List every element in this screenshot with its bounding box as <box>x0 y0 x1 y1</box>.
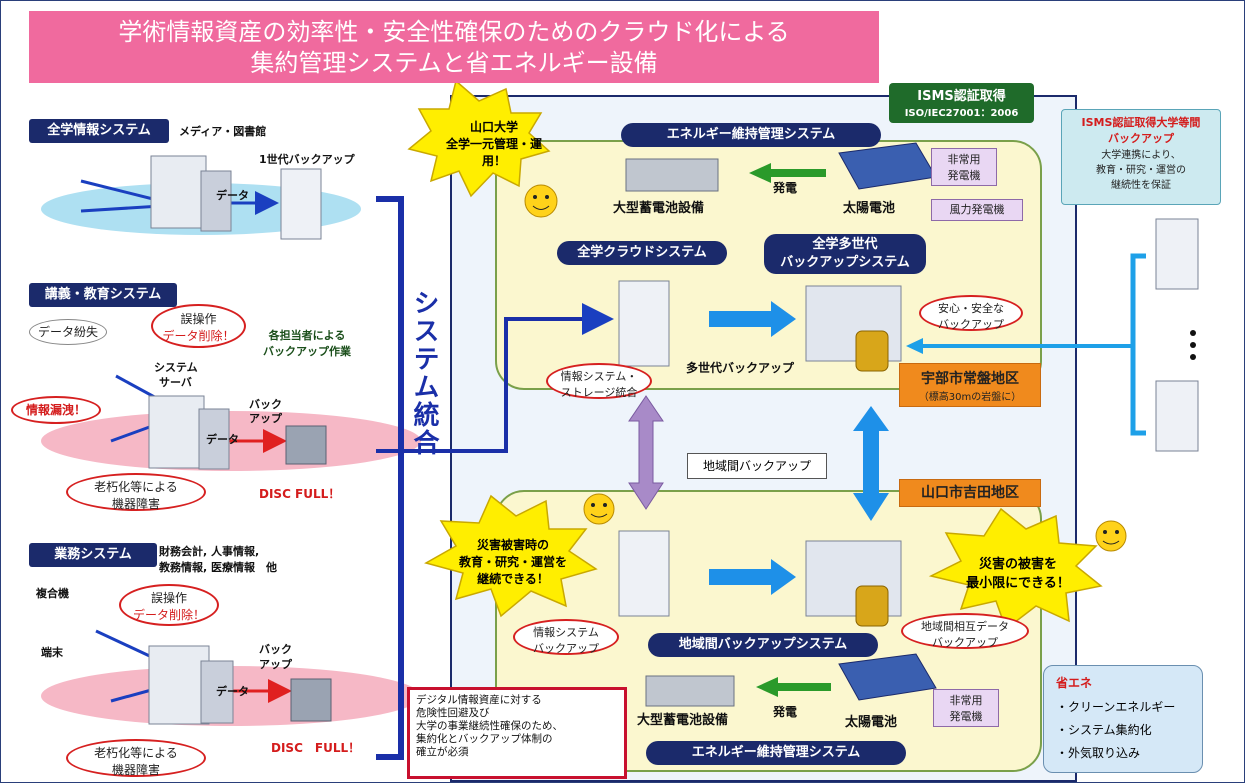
regional-sys-label: 地域間バックアップシステム <box>648 633 878 657</box>
sys2-backup1: バック <box>249 398 282 411</box>
isms-univ-desc: 大学連携により、 教育・研究・運営の 継続性を保証 <box>1096 150 1186 191</box>
sys3-subtitle1: 財務会計, 人事情報, <box>159 545 260 558</box>
sys2-disc: DISC FULL！ <box>259 487 341 501</box>
note-box: デジタル情報資産に対する 危険性回避及び 大学の事業継続性確保のため、 集約化と… <box>407 687 627 779</box>
burst-top-text: 山口大学 全学一元管理・運用！ <box>445 120 542 168</box>
sys2-server1: システム <box>154 361 198 374</box>
purple-double-arrow <box>628 395 664 510</box>
sys2-data: データ <box>206 433 239 446</box>
burst-right <box>928 507 1103 631</box>
sys2-misop-bubble: 誤操作 データ削除！ <box>151 304 246 348</box>
sys2-misop1: 誤操作 <box>180 312 217 326</box>
mutual-bubble: 地域間相互データ バックアップ <box>901 613 1029 649</box>
server-sys2 <box>148 395 327 470</box>
smiley-left <box>583 493 615 525</box>
title-line2: 集約管理システムと省エネルギー設備 <box>250 49 658 77</box>
sys1-backup: 1世代バックアップ <box>259 153 355 166</box>
server-right-1 <box>1155 218 1199 290</box>
burst-left <box>424 494 598 618</box>
sys2-loss: データ紛失 <box>29 319 107 345</box>
title-line1: 学術情報資産の効率性・安全性確保のためのクラウド化による <box>118 18 790 46</box>
multigen-backup-label: 多世代バックアップ <box>686 361 795 375</box>
server-multigen <box>805 285 902 372</box>
sys3-misop2: データ削除！ <box>132 608 205 622</box>
server-sys1 <box>150 155 322 240</box>
burst-top <box>407 79 551 198</box>
arrow-bottom <box>709 559 796 595</box>
eco-box: 省エネ ・クリーンエネルギー ・システム集約化 ・外気取り込み <box>1043 665 1203 773</box>
gen-bottom-label: 発電 <box>773 705 798 719</box>
regional-label: 地域間バックアップ <box>687 453 827 479</box>
smiley-right <box>1095 520 1127 552</box>
arrow-cloud-to-multigen <box>709 301 796 337</box>
battery-bottom <box>645 675 735 707</box>
emergency-top: 非常用 発電機 <box>931 148 997 186</box>
ube-sub: （標高30mの岩盤に） <box>918 392 1022 403</box>
info-backup-bubble: 情報システム バックアップ <box>513 619 619 655</box>
sys3-label: 業務システム <box>29 543 157 567</box>
sys1-label: 全学情報システム <box>29 119 169 143</box>
solar-bottom <box>838 653 937 701</box>
battery-top <box>625 158 719 192</box>
sys2-label: 講義・教育システム <box>29 283 177 307</box>
isms-std: ISO/IEC27001：2006 <box>904 108 1019 119</box>
blue-double-arrow <box>853 406 889 521</box>
battery-bottom-label: 大型蓄電池設備 <box>637 713 729 728</box>
gen-top-label: 発電 <box>773 181 798 195</box>
sys3-backup1: バック <box>259 643 292 656</box>
server-right-2 <box>1155 380 1199 452</box>
ube-title: 宇部市常盤地区 <box>921 371 1019 387</box>
sys2-manual: 各担当者による バックアップ作業 <box>263 329 351 358</box>
ube-box: 宇部市常盤地区 （標高30mの岩盤に） <box>899 363 1041 407</box>
solar-bottom-label: 太陽電池 <box>845 715 898 730</box>
multigen-label: 全学多世代 バックアップシステム <box>764 234 926 274</box>
sys2-misop2: データ削除！ <box>162 329 235 343</box>
sys3-disc: DISC FULL！ <box>271 741 361 755</box>
burst-left-text: 災害被害時の 教育・研究・運営を 継続できる！ <box>458 538 567 586</box>
sys3-mfp: 複合機 <box>36 587 69 600</box>
eco-item: ・外気取り込み <box>1056 746 1141 760</box>
sys1-data: データ <box>216 189 249 202</box>
sys3-backup2: アップ <box>259 658 292 671</box>
isms-univ-title: ISMS認証取得大学等間 バックアップ <box>1081 116 1201 145</box>
sys2-aging: 老朽化等による 機器障害 <box>66 473 206 511</box>
isms-title: ISMS認証取得 <box>917 89 1006 104</box>
sys3-misop1: 誤操作 <box>150 591 187 605</box>
sys3-terminal: 端末 <box>41 646 63 659</box>
sys3-misop-bubble: 誤操作 データ削除！ <box>119 584 219 626</box>
sys3-subtitle2: 教務情報, 医療情報 他 <box>159 561 278 574</box>
smiley-top <box>524 184 558 218</box>
solar-top-label: 太陽電池 <box>843 201 896 216</box>
eco-title: 省エネ <box>1056 676 1093 690</box>
cloud-label: 全学クラウドシステム <box>557 241 727 265</box>
server-bottom-right <box>805 540 902 627</box>
emergency-bottom: 非常用 発電機 <box>933 689 999 727</box>
burst-right-text: 災害の被害を 最小限にできる！ <box>966 557 1070 591</box>
server-sys3 <box>148 645 332 725</box>
battery-top-label: 大型蓄電池設備 <box>613 201 705 216</box>
energy-bottom-label: エネルギー維持管理システム <box>646 741 906 765</box>
sys2-backup2: アップ <box>249 412 282 425</box>
isms-badge: ISMS認証取得 ISO/IEC27001：2006 <box>889 83 1034 123</box>
eco-item: ・システム集約化 <box>1056 723 1152 737</box>
safe-bubble: 安心・安全な バックアップ <box>919 295 1023 331</box>
diagram-title: 学術情報資産の効率性・安全性確保のためのクラウド化による 集約管理システムと省エ… <box>29 11 879 83</box>
sys2-server2: サーバ <box>159 376 192 389</box>
integrate-bubble: 情報システム・ ストレージ統合 <box>546 363 652 399</box>
yamaguchi-box: 山口市吉田地区 <box>899 479 1041 507</box>
server-cloud <box>618 280 670 367</box>
isms-univ-box: ISMS認証取得大学等間 バックアップ 大学連携により、 教育・研究・運営の 継… <box>1061 109 1221 205</box>
wind-top: 風力発電機 <box>931 199 1023 221</box>
sys2-leak: 情報漏洩！ <box>11 396 101 424</box>
sys1-subtitle: メディア・図書館 <box>179 125 267 138</box>
sys3-data: データ <box>216 685 249 698</box>
energy-top-label: エネルギー維持管理システム <box>621 123 881 147</box>
server-bottom-left <box>618 530 670 617</box>
integration-label: システム統合 <box>409 289 439 457</box>
sys3-aging: 老朽化等による 機器障害 <box>66 739 206 777</box>
eco-item: ・クリーンエネルギー <box>1056 700 1176 714</box>
